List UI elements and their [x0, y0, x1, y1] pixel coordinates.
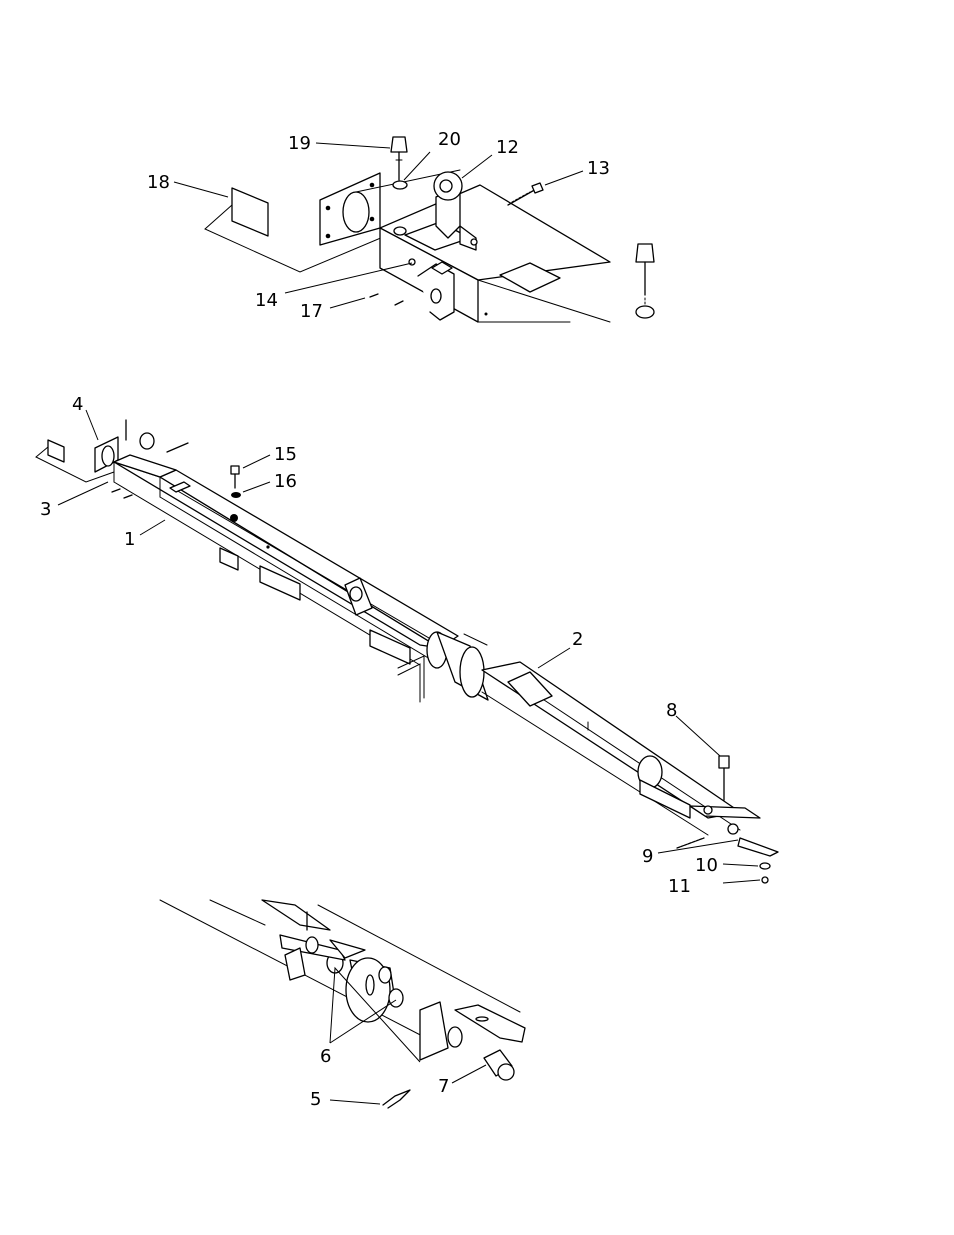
bottom-detail-view [160, 900, 525, 1108]
tube-bracket-2 [260, 566, 300, 600]
callout-19: 19 [288, 133, 311, 154]
small-screw [395, 301, 403, 305]
screw [124, 495, 132, 498]
knob-7 [484, 1050, 514, 1080]
callout-1: 1 [124, 529, 135, 550]
small-nut [409, 259, 415, 265]
long-bolt [508, 183, 543, 205]
callout-9: 9 [642, 846, 653, 867]
callout-15: 15 [274, 444, 297, 465]
callout-2: 2 [572, 629, 583, 650]
callout-20: 20 [438, 129, 461, 150]
callout-5: 5 [310, 1089, 321, 1110]
nut-11 [762, 877, 768, 883]
tube-bracket-1 [220, 548, 238, 570]
main-assembly-view [36, 420, 778, 883]
callout-17: 17 [300, 301, 323, 322]
end-gasket [48, 440, 64, 462]
main-tube-top [356, 170, 610, 322]
callout-8: 8 [666, 700, 677, 721]
callout-12: 12 [496, 137, 519, 158]
callout-18: 18 [147, 172, 170, 193]
pin-5 [383, 1090, 410, 1108]
small-screw [370, 294, 378, 297]
callout-4: 4 [72, 394, 83, 415]
bolt-8 [719, 756, 729, 800]
washer-10 [760, 863, 770, 869]
callout-13: 13 [587, 158, 610, 179]
pivot-plate-6 [327, 953, 462, 1060]
bolt-15 [231, 466, 239, 488]
tube-end-detail [160, 900, 525, 1042]
pivot-small [140, 433, 154, 449]
callout-6: 6 [320, 1046, 331, 1067]
long-bolt-small [167, 443, 188, 452]
callout-3: 3 [40, 499, 51, 520]
washer-16 [231, 492, 241, 498]
link-bar [738, 838, 778, 856]
callout-11: 11 [668, 876, 691, 897]
end-tube [102, 446, 114, 466]
callout-16: 16 [274, 471, 297, 492]
tube-end [343, 192, 369, 232]
loose-bolt-nut [636, 244, 654, 318]
tube-sleeve [427, 632, 488, 700]
screw [112, 489, 120, 492]
callout-14: 14 [255, 290, 278, 311]
center-hole [350, 587, 362, 601]
callout-7: 7 [438, 1076, 449, 1097]
callout-10: 10 [695, 855, 718, 876]
